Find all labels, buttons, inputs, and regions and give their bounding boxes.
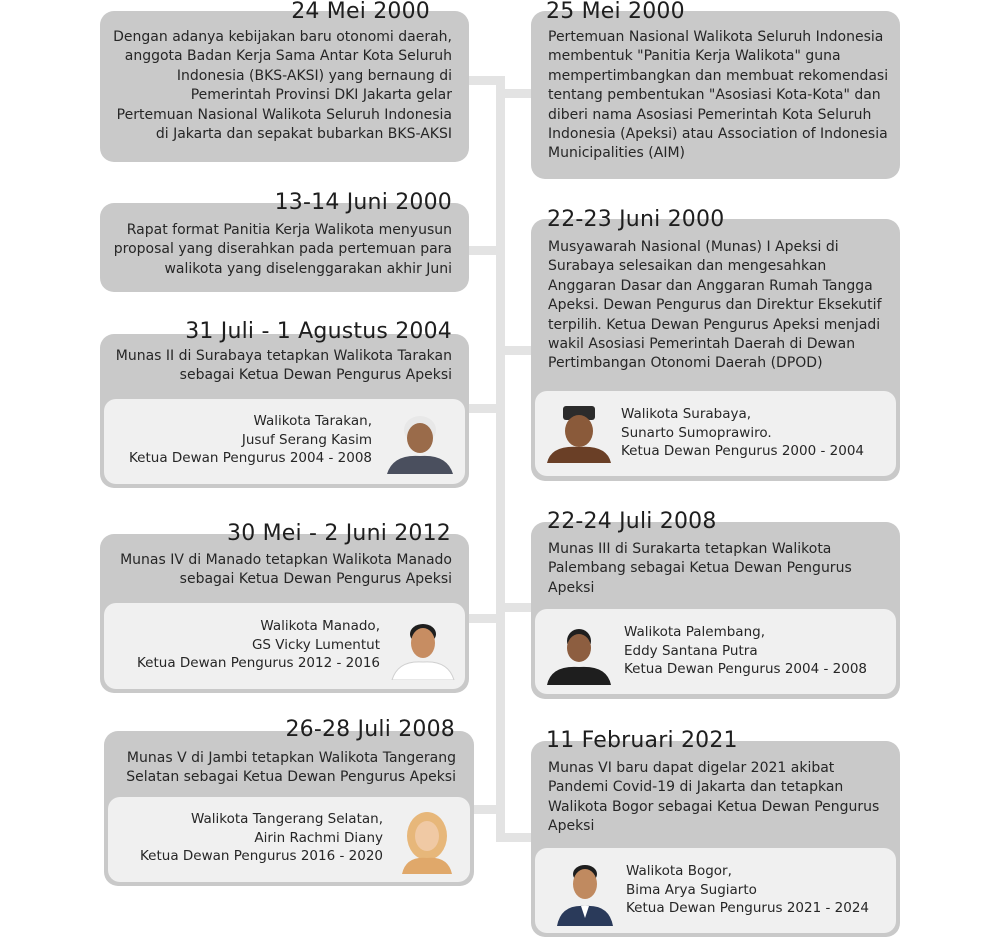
person-term: Ketua Dewan Pengurus 2004 - 2008 (128, 450, 372, 466)
connector (468, 404, 505, 413)
event-description: Munas V di Jambi tetapkan Walikota Tange… (126, 750, 456, 786)
person-panel: Walikota Tangerang Selatan, Airin Rachmi… (108, 797, 470, 882)
person-term: Ketua Dewan Pengurus 2000 - 2004 (621, 443, 865, 459)
person-panel: Walikota Palembang, Eddy Santana Putra K… (535, 609, 896, 694)
portrait-icon (547, 621, 611, 685)
person-text: Walikota Surabaya, Sunarto Sumoprawiro. … (621, 405, 891, 461)
connector (496, 89, 532, 98)
portrait-icon (398, 806, 456, 874)
event-date: 26-28 Juli 2008 (285, 717, 455, 742)
event-card (100, 11, 469, 162)
event-description: Rapat format Panitia Kerja Walikota meny… (113, 222, 452, 277)
event-description: Munas III di Surakarta tetapkan Walikota… (548, 541, 852, 596)
event-description: Pertemuan Nasional Walikota Seluruh Indo… (548, 29, 889, 162)
event-card (100, 203, 469, 292)
person-name: Eddy Santana Putra (624, 642, 758, 659)
connector (468, 246, 505, 255)
connector (496, 833, 532, 842)
person-panel: Walikota Bogor, Bima Arya Sugiarto Ketua… (535, 848, 896, 933)
person-role: Walikota Tarakan, (253, 413, 372, 429)
event-date: 13-14 Juni 2000 (274, 190, 452, 215)
connector (468, 614, 505, 623)
person-text: Walikota Tangerang Selatan, Airin Rachmi… (118, 810, 383, 866)
person-panel: Walikota Manado, GS Vicky Lumentut Ketua… (104, 603, 465, 689)
person-role: Walikota Manado, (260, 618, 380, 634)
connector (496, 603, 532, 612)
person-role: Walikota Palembang, (624, 624, 765, 640)
person-text: Walikota Bogor, Bima Arya Sugiarto Ketua… (626, 862, 892, 918)
portrait-icon (387, 408, 453, 474)
event-date: 11 Februari 2021 (546, 728, 738, 753)
event-date: 30 Mei - 2 Juni 2012 (227, 521, 451, 546)
person-panel: Walikota Surabaya, Sunarto Sumoprawiro. … (535, 391, 896, 476)
person-term: Ketua Dewan Pengurus 2016 - 2020 (139, 848, 383, 864)
portrait-icon (557, 858, 613, 926)
person-panel: Walikota Tarakan, Jusuf Serang Kasim Ket… (104, 399, 465, 484)
event-date: 22-23 Juni 2000 (547, 207, 725, 232)
person-role: Walikota Surabaya, (621, 406, 752, 422)
person-name: Airin Rachmi Diany (254, 829, 383, 846)
connector (496, 346, 532, 355)
connector (472, 805, 505, 814)
person-text: Walikota Manado, GS Vicky Lumentut Ketua… (114, 617, 380, 673)
person-name: Jusuf Serang Kasim (241, 431, 372, 448)
person-term: Ketua Dewan Pengurus 2004 - 2008 (624, 661, 868, 677)
event-card (531, 11, 900, 179)
person-term: Ketua Dewan Pengurus 2021 - 2024 (626, 900, 870, 916)
event-description: Dengan adanya kebijakan baru otonomi dae… (113, 29, 452, 143)
event-description: Munas II di Surabaya tetapkan Walikota T… (115, 348, 452, 384)
person-role: Walikota Bogor, (626, 863, 732, 879)
event-description: Musyawarah Nasional (Munas) I Apeksi di … (548, 239, 882, 372)
person-text: Walikota Tarakan, Jusuf Serang Kasim Ket… (114, 412, 372, 468)
event-date: 25 Mei 2000 (546, 0, 685, 24)
portrait-icon (390, 616, 456, 680)
event-date: 22-24 Juli 2008 (547, 509, 717, 534)
event-description: Munas IV di Manado tetapkan Walikota Man… (120, 552, 452, 588)
person-text: Walikota Palembang, Eddy Santana Putra K… (624, 623, 892, 679)
person-role: Walikota Tangerang Selatan, (191, 811, 383, 827)
event-description: Munas VI baru dapat digelar 2021 akibat … (548, 760, 880, 835)
person-term: Ketua Dewan Pengurus 2012 - 2016 (136, 655, 380, 671)
event-date: 24 Mei 2000 (291, 0, 430, 24)
person-name: Bima Arya Sugiarto (626, 881, 757, 898)
timeline-spine (496, 76, 505, 842)
connector (468, 76, 505, 85)
portrait-icon (547, 403, 611, 463)
event-date: 31 Juli - 1 Agustus 2004 (185, 319, 452, 344)
person-name: Sunarto Sumoprawiro. (621, 424, 772, 441)
person-name: GS Vicky Lumentut (251, 636, 380, 653)
